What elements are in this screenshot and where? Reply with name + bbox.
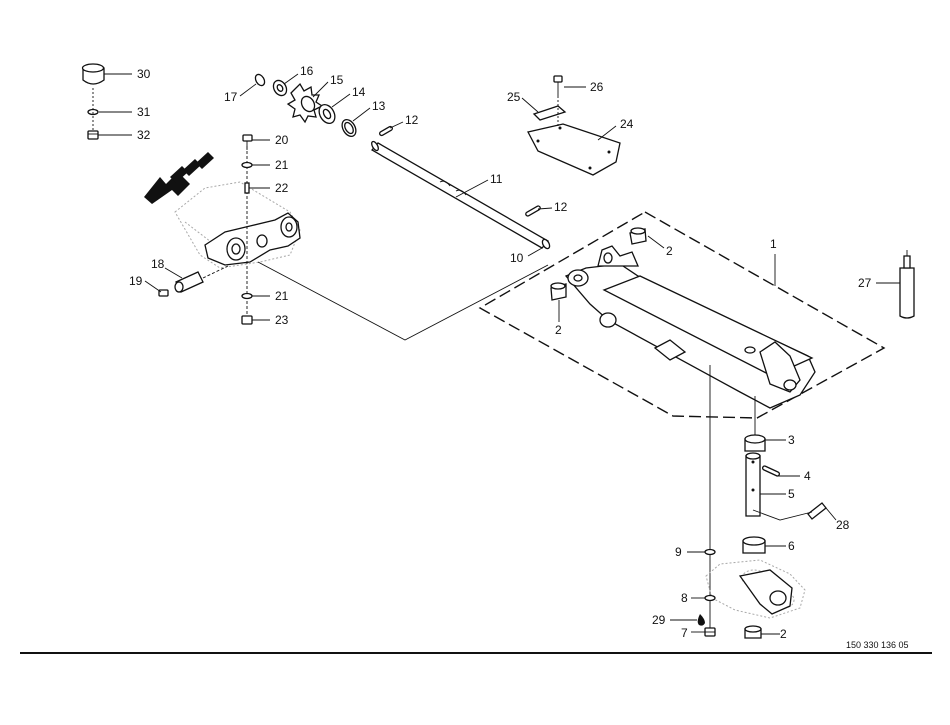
part-2-bushing-bottom [744, 625, 762, 639]
callout-2-upper: 2 [666, 244, 673, 258]
drawing-reference-number: 150 330 136 05 [846, 640, 909, 650]
callout-32: 32 [137, 128, 151, 142]
callout-30: 30 [137, 67, 151, 81]
part-9-washer [704, 548, 716, 556]
part-18-bushing [174, 271, 204, 293]
part-2-bushing-upper [629, 227, 647, 245]
callout-17: 17 [224, 90, 238, 104]
part-19-bolt [158, 289, 169, 297]
callout-5: 5 [788, 487, 795, 501]
part-5-pivot-pin [745, 452, 761, 517]
part-16-washer [272, 79, 288, 97]
callout-14: 14 [352, 85, 366, 99]
callout-10: 10 [510, 251, 524, 265]
callout-19: 19 [129, 274, 143, 288]
callout-15: 15 [330, 73, 344, 87]
part-11-shaft [370, 140, 550, 249]
callout-2-lower: 2 [555, 323, 562, 337]
part-17-snap-ring [254, 73, 266, 87]
callout-1: 1 [770, 237, 777, 251]
callout-6: 6 [788, 539, 795, 553]
callout-31: 31 [137, 105, 151, 119]
part-8-washer [704, 594, 716, 602]
part-12-pin-bottom [525, 205, 541, 217]
callout-28: 28 [836, 518, 850, 532]
callout-20: 20 [275, 133, 289, 147]
part-10-ring [541, 238, 551, 250]
part-22-pin [244, 182, 250, 194]
callout-29: 29 [652, 613, 666, 627]
lower-housing-ghost [705, 559, 806, 619]
callout-25: 25 [507, 90, 521, 104]
callout-8: 8 [681, 591, 688, 605]
part-4-pin [762, 465, 780, 477]
part-2-bushing-lower [550, 282, 567, 301]
callout-21-bottom: 21 [275, 289, 289, 303]
callout-9: 9 [675, 545, 682, 559]
callout-7: 7 [681, 626, 688, 640]
part-28-grease-nipple [807, 502, 827, 520]
callout-4: 4 [804, 469, 811, 483]
callout-12-top: 12 [405, 113, 419, 127]
part-21-washer-bottom [241, 292, 253, 300]
callout-26: 26 [590, 80, 604, 94]
callout-24: 24 [620, 117, 634, 131]
part-29-lubricant-drop [697, 614, 705, 626]
callout-27: 27 [858, 276, 872, 290]
part-15-gear [286, 82, 324, 124]
left-mount-bracket [204, 212, 301, 266]
part-14-bearing [318, 104, 336, 124]
part-20-bolt [242, 134, 253, 150]
callout-18: 18 [151, 257, 165, 271]
part-24-cover-plate [527, 123, 621, 176]
part-13-seal-ring [341, 118, 357, 138]
part-32-nut [87, 130, 99, 140]
callout-12-bottom: 12 [554, 200, 568, 214]
part-3-bushing [744, 434, 766, 452]
part-1-main-frame [564, 245, 816, 409]
callout-11: 11 [490, 172, 503, 186]
part-30-cap [81, 63, 105, 85]
callout-labels: 30 31 32 20 21 22 21 23 18 19 17 16 15 1… [129, 64, 872, 641]
travel-direction-arrow [144, 152, 214, 204]
callout-23: 23 [275, 313, 289, 327]
callout-13: 13 [372, 99, 386, 113]
part-7-bolt [704, 627, 716, 637]
frame-group-outline [478, 211, 886, 419]
callout-22: 22 [275, 181, 289, 195]
callout-3: 3 [788, 433, 795, 447]
part-6-bushing [742, 536, 766, 554]
part-21-washer-top [241, 161, 253, 169]
part-26-screw [553, 75, 563, 98]
part-27-grease-cartridge [899, 250, 915, 319]
callout-16: 16 [300, 64, 314, 78]
part-25-bracket-plate [532, 105, 567, 121]
assembly-connector-line [257, 261, 549, 341]
part-23-nut [241, 315, 253, 325]
callout-21-top: 21 [275, 158, 289, 172]
callout-2-bottom: 2 [780, 627, 787, 641]
